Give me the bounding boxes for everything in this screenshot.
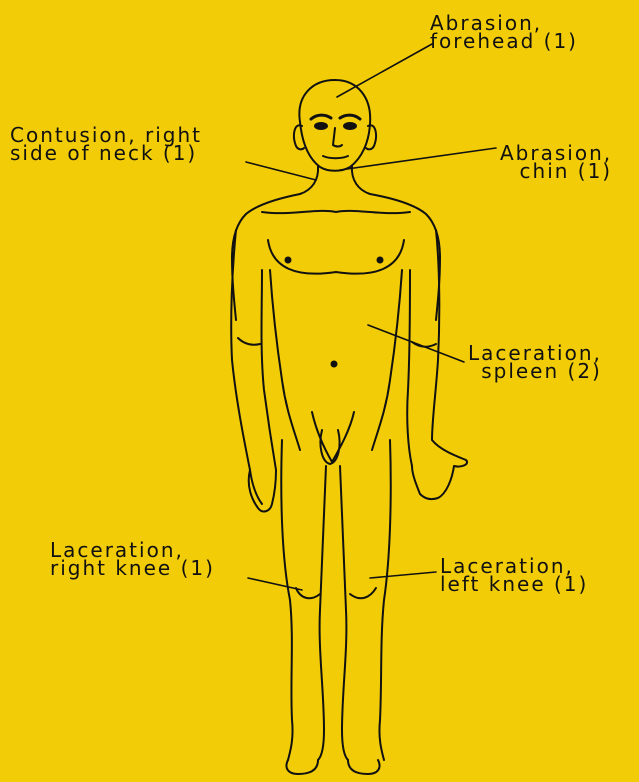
nose	[333, 128, 342, 147]
annotation-spleen-laceration: Laceration, spleen (2)	[468, 344, 602, 380]
head-outline	[299, 80, 370, 171]
leader-forehead	[337, 44, 432, 97]
right-elbow	[238, 338, 260, 345]
annotation-left-knee-laceration: Laceration, left knee (1)	[440, 557, 588, 593]
annotation-neck-contusion: Contusion, right side of neck (1)	[10, 126, 202, 162]
annotation-line: left knee (1)	[440, 575, 588, 593]
torso-inner-left	[372, 270, 402, 450]
leader-neck	[246, 162, 316, 180]
navel	[332, 362, 337, 367]
left-eye	[344, 123, 356, 129]
groin	[312, 412, 354, 462]
left-leg-outer	[379, 440, 390, 760]
neck-left	[352, 166, 370, 194]
right-leg-inner	[318, 466, 326, 760]
annotation-line: side of neck (1)	[10, 144, 202, 162]
annotation-line: spleen (2)	[468, 362, 602, 380]
left-arm-outer	[432, 230, 439, 440]
right-brow	[311, 115, 331, 119]
right-eye	[315, 123, 327, 129]
left-knee	[350, 588, 376, 598]
left-foot	[348, 760, 380, 774]
torso-inner-right	[270, 270, 300, 450]
annotation-chin-abrasion: Abrasion, chin (1)	[500, 144, 612, 180]
right-arm-outer	[231, 230, 262, 504]
right-leg-outer	[281, 440, 292, 760]
left-nipple	[378, 258, 383, 263]
annotation-line: right knee (1)	[50, 559, 215, 577]
left-brow	[340, 115, 360, 119]
annotation-forehead-abrasion: Abrasion, forehead (1)	[430, 14, 578, 50]
right-arm-inner	[262, 270, 277, 470]
left-leg-inner	[340, 466, 348, 760]
left-hand	[412, 440, 467, 499]
right-nipple	[286, 258, 291, 263]
annotation-right-knee-laceration: Laceration, right knee (1)	[50, 541, 215, 577]
left-arm-inner	[407, 270, 412, 466]
right-foot	[286, 760, 318, 774]
leader-spleen	[368, 325, 464, 362]
leader-right-knee	[248, 578, 302, 590]
annotation-line: forehead (1)	[430, 32, 578, 50]
right-hand	[249, 470, 276, 511]
mouth	[323, 156, 348, 158]
leader-left-knee	[370, 572, 436, 578]
collarbones	[262, 211, 410, 213]
